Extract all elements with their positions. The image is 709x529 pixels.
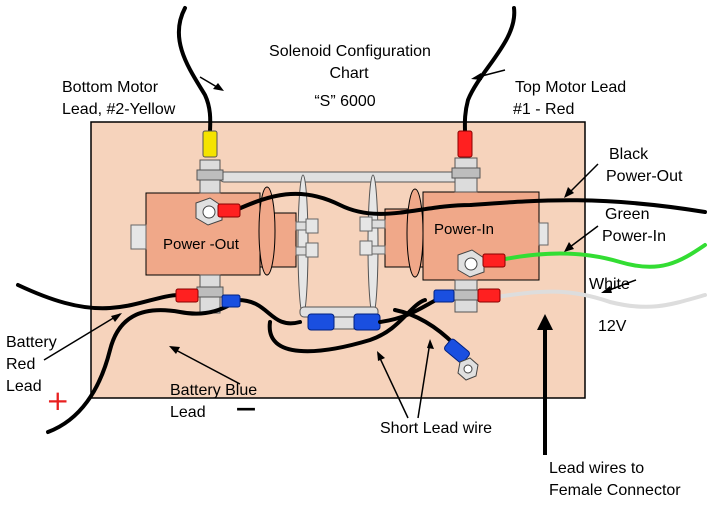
twelve-volt-label: 12V bbox=[598, 318, 627, 335]
bracket-plates bbox=[219, 171, 471, 318]
right-solenoid-label: Power-In bbox=[434, 221, 494, 238]
short-lead-wire-1 bbox=[236, 298, 302, 326]
wires bbox=[16, 6, 707, 434]
battery-red-label-1: Battery bbox=[6, 334, 57, 351]
pointer-arrows bbox=[43, 69, 637, 455]
minus-sign: — bbox=[236, 396, 256, 420]
battery-red-label-3: Lead bbox=[6, 378, 42, 395]
short-lead-label: Short Lead wire bbox=[380, 420, 492, 437]
top-motor-wire bbox=[462, 6, 517, 134]
title-line-2: Chart bbox=[329, 65, 369, 82]
short-lead-connector bbox=[307, 313, 381, 331]
title-line-1: Solenoid Configuration bbox=[269, 43, 431, 60]
top-motor-label-1: Top Motor Lead bbox=[515, 79, 626, 96]
white-label: White bbox=[589, 276, 630, 293]
battery-blue-label-2: Lead bbox=[170, 404, 206, 421]
bottom-motor-wire bbox=[176, 6, 213, 134]
connectors bbox=[175, 130, 506, 381]
left-solenoid bbox=[130, 159, 319, 314]
bottom-motor-label-1: Bottom Motor bbox=[62, 79, 159, 96]
top-motor-label-2: #1 - Red bbox=[513, 101, 574, 118]
title-line-3: “S” 6000 bbox=[314, 93, 375, 110]
battery-red-wire bbox=[16, 283, 182, 311]
battery-blue-wire bbox=[46, 300, 237, 434]
green-label-2: Power-In bbox=[602, 228, 666, 245]
battery-blue-label-1: Battery Blue bbox=[170, 382, 257, 399]
plus-sign: + bbox=[46, 384, 69, 417]
lead-wires-label-1: Lead wires to bbox=[549, 460, 644, 477]
battery-red-label-2: Red bbox=[6, 356, 35, 373]
bottom-motor-label-2: Lead, #2-Yellow bbox=[62, 101, 176, 118]
lead-wires-label-2: Female Connector bbox=[549, 482, 681, 499]
black-wire bbox=[234, 191, 707, 216]
green-wire bbox=[498, 243, 707, 269]
green-label-1: Green bbox=[605, 206, 649, 223]
white-wire bbox=[495, 289, 707, 309]
black-label-2: Power-Out bbox=[606, 168, 683, 185]
left-solenoid-label: Power -Out bbox=[163, 236, 240, 253]
black-label-1: Black bbox=[609, 146, 649, 163]
